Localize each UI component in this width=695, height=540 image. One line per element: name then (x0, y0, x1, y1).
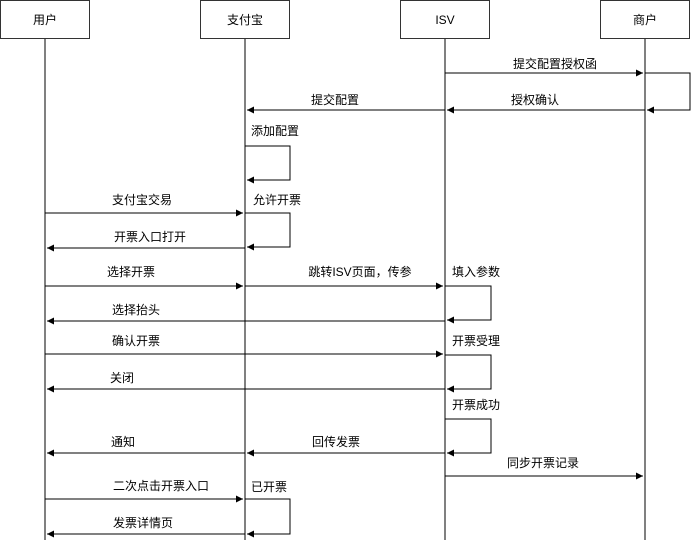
message-7: 开票入口打开 (47, 230, 245, 252)
message-16: 回传发票 (247, 434, 445, 457)
message-label: 二次点击开票入口 (113, 479, 209, 493)
message-label: 开票受理 (452, 334, 500, 348)
message-label: 同步开票记录 (507, 456, 579, 470)
message-5: 支付宝交易 (45, 192, 243, 217)
message-label: 支付宝交易 (112, 192, 172, 207)
message-1 (645, 72, 691, 114)
message-label: 已开票 (251, 480, 287, 494)
message-label: 授权确认 (511, 92, 559, 107)
message-4: 添加配置 (245, 124, 299, 184)
message-label: 选择抬头 (112, 303, 160, 317)
message-label: 提交配置 (311, 92, 359, 107)
message-label: 开票入口打开 (114, 230, 186, 244)
message-label: 回传发票 (312, 434, 360, 449)
message-label: 提交配置授权函 (513, 56, 597, 71)
participant-alipay: 支付宝 (200, 0, 290, 39)
message-6: 允许开票 (245, 192, 301, 251)
message-20: 已开票 (245, 480, 291, 538)
participant-label-isv: ISV (435, 13, 454, 27)
message-label: 允许开票 (253, 192, 301, 207)
participant-user: 用户 (0, 0, 90, 39)
message-label: 通知 (111, 435, 135, 449)
message-3: 提交配置 (247, 92, 445, 114)
participant-label-user: 用户 (33, 12, 57, 27)
message-label: 跳转ISV页面，传参 (308, 264, 411, 279)
message-19: 二次点击开票入口 (45, 479, 243, 503)
message-13: 开票受理 (445, 334, 500, 393)
participant-merchant: 商户 (600, 0, 690, 39)
messages: 提交配置授权函 授权确认 提交配置 添加配置 支付宝交易 允许开票 (45, 56, 691, 538)
participant-label-merchant: 商户 (633, 12, 657, 27)
message-18: 同步开票记录 (445, 456, 643, 480)
message-0: 提交配置授权函 (445, 56, 643, 77)
message-10: 填入参数 (445, 264, 500, 324)
message-label: 关闭 (110, 371, 134, 385)
message-21: 发票详情页 (47, 515, 245, 538)
message-15: 开票成功 (445, 398, 500, 457)
message-9: 跳转ISV页面，传参 (245, 264, 443, 290)
message-8: 选择开票 (45, 265, 243, 290)
participants: 用户 支付宝 ISV 商户 (0, 0, 690, 39)
participant-label-alipay: 支付宝 (227, 13, 263, 27)
lifelines (44, 39, 646, 540)
message-label: 选择开票 (107, 265, 155, 279)
message-label: 开票成功 (452, 398, 500, 412)
message-17: 通知 (47, 435, 245, 457)
message-label: 添加配置 (251, 124, 299, 138)
message-label: 填入参数 (452, 264, 500, 279)
message-14: 关闭 (47, 371, 445, 393)
message-2: 授权确认 (447, 92, 645, 114)
message-11: 选择抬头 (47, 303, 445, 325)
participant-isv: ISV (400, 0, 490, 39)
message-12: 确认开票 (45, 334, 443, 358)
message-label: 发票详情页 (113, 515, 173, 530)
message-label: 确认开票 (112, 334, 160, 348)
